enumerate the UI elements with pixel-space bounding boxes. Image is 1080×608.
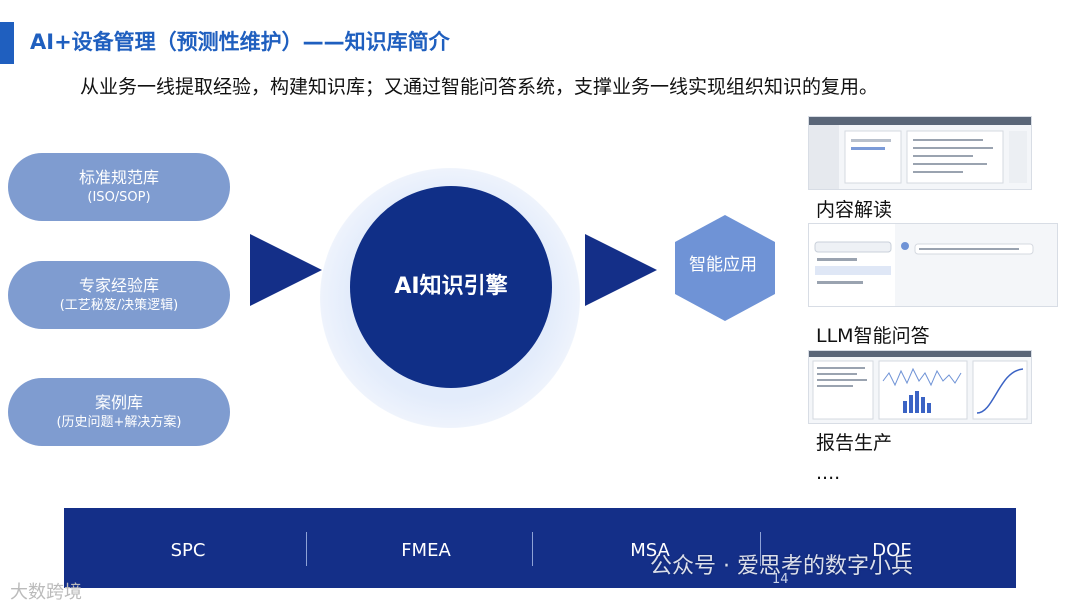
report-thumbnail bbox=[809, 351, 1031, 420]
source-sub: (历史问题+解决方案) bbox=[56, 415, 182, 430]
chat-thumbnail bbox=[809, 224, 1034, 306]
footer-item-spc: SPC bbox=[170, 540, 206, 561]
arrow-right-icon bbox=[585, 234, 657, 306]
brand-watermark: 大数跨境 bbox=[10, 582, 82, 603]
source-experts: 专家经验库 (工艺秘笈/决策逻辑) bbox=[8, 261, 230, 329]
footer-item-doe: DOE bbox=[872, 540, 912, 561]
output-llm-qa: LLM智能问答 bbox=[816, 325, 930, 347]
wechat-watermark: 公众号 · 爱思考的数字小兵 bbox=[650, 554, 913, 579]
smart-app-label: 智能应用 bbox=[689, 255, 757, 275]
footer-divider bbox=[532, 532, 533, 566]
page-subtitle: 从业务一线提取经验，构建知识库；又通过智能问答系统，支撑业务一线实现组织知识的复… bbox=[80, 76, 879, 98]
llm-chat-screenshot bbox=[808, 223, 1058, 307]
footer-divider bbox=[760, 532, 761, 566]
hexagon-icon bbox=[675, 215, 775, 321]
source-cases: 案例库 (历史问题+解决方案) bbox=[8, 378, 230, 446]
output-content-reading: 内容解读 bbox=[816, 199, 893, 221]
document-viewer-thumbnail bbox=[809, 117, 1031, 189]
footer-divider bbox=[306, 532, 307, 566]
title-accent-bar bbox=[0, 22, 14, 64]
source-standards: 标准规范库 (ISO/SOP) bbox=[8, 153, 230, 221]
source-label: 案例库 bbox=[94, 393, 143, 412]
page-number: 14 bbox=[772, 572, 789, 587]
footer-item-msa: MSA bbox=[630, 540, 670, 561]
content-reading-screenshot bbox=[808, 116, 1032, 190]
report-generation-screenshot bbox=[808, 350, 1032, 424]
source-sub: (工艺秘笈/决策逻辑) bbox=[59, 298, 179, 313]
source-label: 标准规范库 bbox=[78, 168, 159, 187]
source-sub: (ISO/SOP) bbox=[87, 190, 151, 205]
output-report-generation: 报告生产 bbox=[816, 432, 893, 454]
engine-label: AI知识引擎 bbox=[394, 274, 508, 299]
methods-footer-band bbox=[64, 508, 1016, 588]
footer-item-fmea: FMEA bbox=[401, 540, 451, 561]
output-more: .... bbox=[816, 462, 841, 484]
ai-knowledge-engine: AI知识引擎 bbox=[350, 186, 552, 388]
source-label: 专家经验库 bbox=[78, 276, 159, 295]
arrow-right-icon bbox=[250, 234, 322, 306]
page-title: AI+设备管理（预测性维护）——知识库简介 bbox=[30, 30, 450, 54]
